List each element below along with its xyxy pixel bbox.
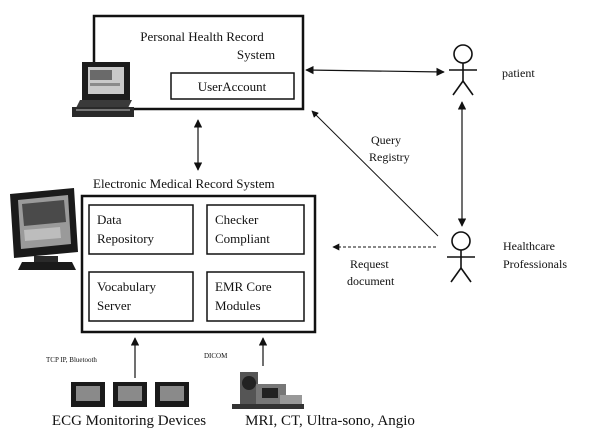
module-data-repository-line1: Data xyxy=(97,212,122,227)
tcp-ip-bluetooth-label: TCP IP, Bluetooth xyxy=(46,356,97,364)
arrow-phr-patient xyxy=(305,65,445,77)
useraccount-box xyxy=(170,72,295,100)
ecg-monitoring-devices-label: ECG Monitoring Devices xyxy=(52,413,206,429)
module-checker-compliant-line1: Checker xyxy=(215,212,259,227)
ecg-monitoring-devices-icon xyxy=(71,382,189,407)
healthcare-label-line1: Healthcare xyxy=(503,239,555,253)
request-document-label-line1: Request xyxy=(350,257,389,271)
module-vocabulary-server-line2: Server xyxy=(97,298,132,313)
mri-ct-equipment-icon xyxy=(232,372,304,409)
module-emr-core-modules-line2: Modules xyxy=(215,298,261,313)
module-emr-core-modules xyxy=(206,271,305,322)
query-registry-label-line1: Query xyxy=(371,133,401,147)
useraccount-label: UserAccount xyxy=(198,79,267,94)
module-data-repository xyxy=(88,204,194,255)
healthcare-label-line2: Professionals xyxy=(503,257,567,271)
module-data-repository-line2: Repository xyxy=(97,231,155,246)
phr-title-line2: System xyxy=(237,47,275,62)
phr-title-line1: Personal Health Record xyxy=(140,29,264,44)
mri-ct-ultrasono-angio-label: MRI, CT, Ultra-sono, Angio xyxy=(245,413,415,429)
module-emr-core-modules-line1: EMR Core xyxy=(215,279,272,294)
dicom-label: DICOM xyxy=(204,352,228,360)
patient-label: patient xyxy=(502,66,535,80)
phr-computer-icon xyxy=(72,62,134,117)
module-vocabulary-server xyxy=(88,271,194,322)
query-registry-label-line2: Registry xyxy=(369,150,410,164)
module-checker-compliant xyxy=(206,204,305,255)
healthcare-professional-actor-icon xyxy=(447,231,475,283)
emr-title: Electronic Medical Record System xyxy=(93,176,275,191)
module-checker-compliant-line2: Compliant xyxy=(215,231,270,246)
emr-system-box: Electronic Medical Record System Data Re… xyxy=(80,176,317,334)
request-document-label-line2: document xyxy=(347,274,395,288)
patient-actor-icon xyxy=(449,44,477,96)
arrow-query-registry xyxy=(311,110,439,237)
emr-computer-icon xyxy=(10,188,78,270)
module-vocabulary-server-line1: Vocabulary xyxy=(97,279,156,294)
